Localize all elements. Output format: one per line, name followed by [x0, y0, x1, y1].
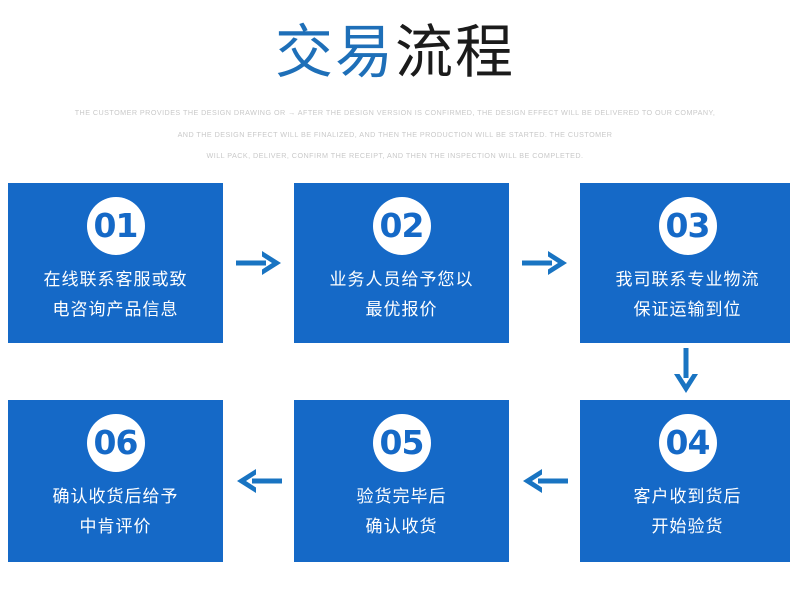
step-text-01-line2: 电咨询产品信息: [52, 299, 179, 320]
step-text-02-line2: 最优报价: [365, 299, 438, 320]
arrow-left-05-06: [223, 400, 294, 562]
page-title: 交易流程: [0, 18, 790, 88]
step-text-01: 在线联系客服或致 电咨询产品信息: [44, 265, 188, 325]
step-text-06: 确认收货后给予 中肯评价: [53, 482, 179, 542]
step-badge-06: 06: [86, 413, 145, 472]
step-text-03: 我司联系专业物流 保证运输到位: [616, 265, 760, 325]
step-text-06-line1: 确认收货后给予: [52, 486, 179, 507]
step-text-04: 客户收到货后 开始验货: [634, 482, 742, 542]
flow-row-bottom: 06 确认收货后给予 中肯评价 05 验货完毕后 确认收货: [0, 399, 790, 562]
arrow-right-01-02: [223, 183, 294, 343]
step-card-04[interactable]: 04 客户收到货后 开始验货: [580, 399, 790, 562]
step-text-05: 验货完毕后 确认收货: [357, 482, 447, 542]
step-text-05-line2: 确认收货: [365, 516, 438, 537]
step-badge-02: 02: [372, 196, 431, 255]
step-card-02[interactable]: 02 业务人员给予您以 最优报价: [294, 182, 509, 343]
subtitle: THE CUSTOMER PROVIDES THE DESIGN DRAWING…: [0, 102, 790, 167]
subtitle-line-3: WILL PACK, DELIVER, CONFIRM THE RECEIPT,…: [206, 151, 584, 160]
page-title-blue: 交易: [274, 20, 395, 85]
step-text-01-line1: 在线联系客服或致: [43, 269, 188, 290]
step-card-01[interactable]: 01 在线联系客服或致 电咨询产品信息: [8, 182, 223, 343]
step-badge-05: 05: [372, 413, 431, 472]
flow-row-top: 01 在线联系客服或致 电咨询产品信息 02 业务人员给予您以 最优报价: [0, 182, 790, 343]
step-text-02: 业务人员给予您以 最优报价: [330, 265, 474, 325]
arrow-right-02-03: [509, 183, 580, 343]
page-title-dark: 流程: [395, 20, 516, 85]
subtitle-line-1: THE CUSTOMER PROVIDES THE DESIGN DRAWING…: [74, 108, 716, 117]
step-text-06-line2: 中肯评价: [79, 516, 152, 537]
step-text-04-line2: 开始验货: [651, 516, 724, 537]
subtitle-line-2: AND THE DESIGN EFFECT WILL BE FINALIZED,…: [177, 129, 613, 139]
step-text-04-line1: 客户收到货后: [633, 486, 742, 507]
flow-diagram: 01 在线联系客服或致 电咨询产品信息 02 业务人员给予您以 最优报价: [0, 182, 790, 562]
arrow-down-03-04: [578, 343, 790, 400]
step-badge-01: 01: [86, 196, 145, 255]
step-card-06[interactable]: 06 确认收货后给予 中肯评价: [8, 399, 223, 562]
step-card-03[interactable]: 03 我司联系专业物流 保证运输到位: [580, 182, 790, 343]
arrow-left-04-05: [509, 400, 580, 562]
step-text-03-line1: 我司联系专业物流: [615, 269, 760, 290]
step-badge-04: 04: [658, 413, 717, 472]
step-badge-03: 03: [658, 196, 717, 255]
step-text-05-line1: 验货完毕后: [356, 486, 447, 507]
step-text-03-line2: 保证运输到位: [633, 299, 742, 320]
header: 交易流程 THE CUSTOMER PROVIDES THE DESIGN DR…: [0, 0, 790, 167]
step-text-02-line1: 业务人员给予您以: [329, 269, 474, 290]
step-card-05[interactable]: 05 验货完毕后 确认收货: [294, 399, 509, 562]
